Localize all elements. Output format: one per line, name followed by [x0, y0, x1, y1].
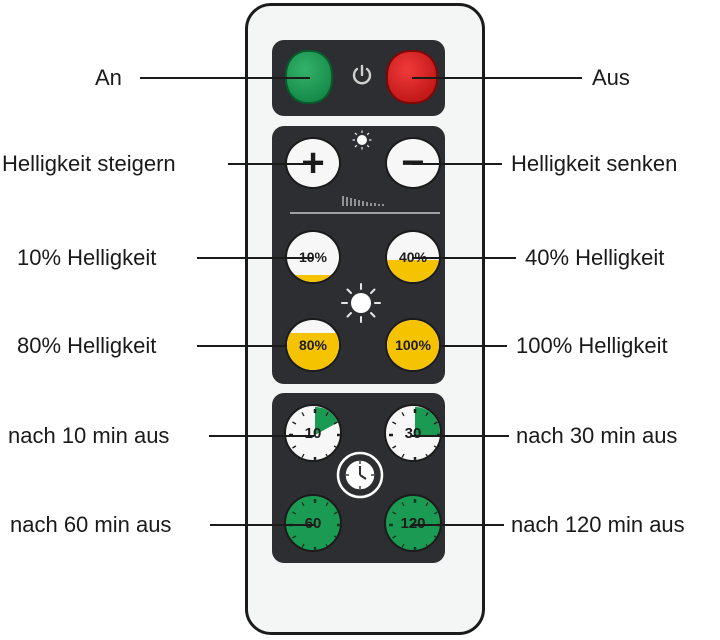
timer-tick — [301, 543, 305, 548]
label-level-40: 40% Helligkeit — [525, 245, 665, 270]
timer-tick — [401, 543, 405, 548]
callout-line — [412, 257, 516, 259]
callout-line — [210, 524, 314, 526]
timer-60-label: 60 — [304, 514, 322, 532]
timer-30-button[interactable]: 30 — [384, 404, 442, 462]
callout-line — [412, 345, 507, 347]
timer-120-button[interactable]: 120 — [384, 494, 442, 552]
timer-10-button[interactable]: 10 — [284, 404, 342, 462]
callout-line — [412, 435, 509, 437]
timer-wedge — [415, 407, 440, 435]
timer-tick — [392, 445, 397, 449]
callout-line — [412, 163, 502, 165]
level-fill — [387, 320, 439, 370]
brightness-ramp-icon — [342, 196, 384, 206]
timer-tick — [301, 453, 305, 458]
callout-line — [228, 163, 313, 165]
label-off: Aus — [592, 65, 630, 90]
timer-tick — [392, 511, 397, 515]
timer-tick — [292, 421, 297, 425]
timer-tick — [333, 445, 338, 449]
timer-tick — [301, 412, 305, 417]
timer-tick — [433, 511, 438, 515]
timer-30-label: 30 — [404, 424, 422, 442]
timer-tick — [433, 421, 438, 425]
timer-tick — [325, 453, 329, 458]
clock-icon — [336, 451, 384, 499]
timer-tick — [401, 412, 405, 417]
timer-tick — [425, 412, 429, 417]
level-100-label: 100% — [395, 337, 431, 353]
sun-icon — [341, 283, 381, 323]
timer-60-button[interactable]: 60 — [284, 494, 342, 552]
timer-tick — [433, 445, 438, 449]
timer-tick — [425, 502, 429, 507]
timer-tick — [325, 412, 329, 417]
timer-tick — [333, 511, 338, 515]
level-fill — [387, 259, 439, 282]
sun-icon — [352, 130, 372, 150]
timer-120-label: 120 — [400, 514, 426, 532]
timer-tick — [425, 543, 429, 548]
timer-tick — [392, 421, 397, 425]
level-fill — [287, 274, 339, 282]
timer-tick — [392, 535, 397, 539]
divider — [290, 212, 440, 214]
timer-tick — [333, 535, 338, 539]
label-timer-10: nach 10 min aus — [8, 423, 170, 448]
level-80-button[interactable]: 80% — [285, 318, 341, 372]
timer-tick — [433, 535, 438, 539]
level-100-button[interactable]: 100% — [385, 318, 441, 372]
timer-tick — [333, 421, 338, 425]
power-icon — [352, 64, 372, 85]
timer-tick — [325, 543, 329, 548]
timer-tick — [301, 502, 305, 507]
callout-line — [197, 345, 314, 347]
label-level-100: 100% Helligkeit — [516, 333, 668, 358]
label-on: An — [95, 65, 122, 90]
timer-tick — [292, 445, 297, 449]
timer-wedge — [315, 407, 340, 435]
timer-dial-icon — [289, 407, 340, 460]
timer-tick — [401, 453, 405, 458]
level-10-label: 10% — [298, 249, 328, 265]
label-level-80: 80% Helligkeit — [17, 333, 157, 358]
level-80-label: 80% — [298, 337, 328, 353]
callout-line — [140, 77, 310, 79]
callout-line — [209, 435, 314, 437]
callout-line — [412, 77, 582, 79]
timer-10-label: 10 — [304, 424, 322, 442]
level-fill — [287, 332, 339, 370]
timer-dial-icon — [389, 407, 440, 460]
label-bright-down: Helligkeit senken — [511, 151, 678, 176]
callout-line — [412, 524, 504, 526]
level-40-label: 40% — [398, 249, 428, 265]
label-timer-30: nach 30 min aus — [516, 423, 678, 448]
label-timer-60: nach 60 min aus — [10, 512, 172, 537]
timer-tick — [401, 502, 405, 507]
label-timer-120: nach 120 min aus — [511, 512, 685, 537]
label-level-10: 10% Helligkeit — [17, 245, 157, 270]
label-bright-up: Helligkeit steigern — [2, 151, 176, 176]
timer-tick — [325, 502, 329, 507]
timer-tick — [292, 511, 297, 515]
callout-line — [197, 257, 314, 259]
timer-tick — [292, 535, 297, 539]
timer-tick — [425, 453, 429, 458]
